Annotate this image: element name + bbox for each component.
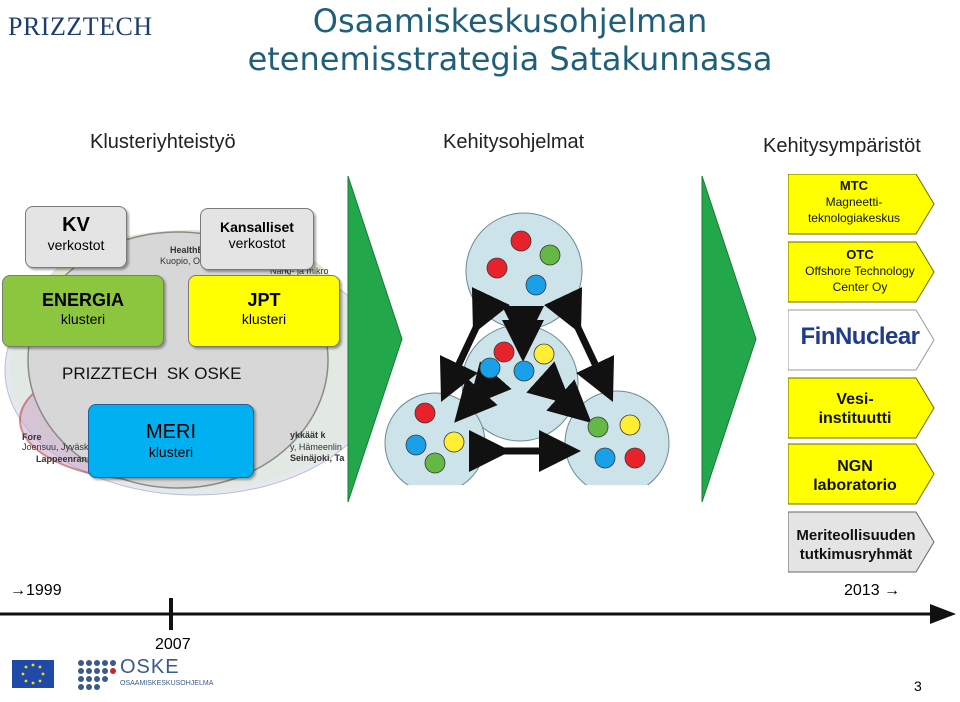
oske-dots-icon [78,660,116,690]
otc-label: OTC Offshore Technology Center Oy [790,247,930,295]
otc-line2: Center Oy [832,280,888,294]
map-text-fore-cities: Joensuu, Jyväsky [22,442,94,452]
map-text-healthbio-cities: Kuopio, Oulu, He [160,256,229,266]
otc-line1: Offshore Technology [805,264,915,278]
kv-sub: verkostot [47,237,105,253]
finnuclear-logo: FinNuclear [800,323,920,350]
arrow-top-right [544,287,615,403]
map-text-nano: Nano- ja mikro [270,266,329,276]
green-arrow-right [701,175,757,503]
header-kehitysymparistot: Kehitysympäristöt [763,135,921,157]
program-circle-top [465,212,583,330]
timeline-2007: 2007 [155,636,191,653]
chevron-finnuclear [788,309,935,371]
arrow-middle-left [454,361,512,423]
header-klusteriyhteistyo: Klusteriyhteistyö [90,131,236,153]
mtc-line1: Magneetti- [825,195,883,209]
timeline-arrow [0,598,956,630]
mtc-label: MTC Magneetti- teknologiakeskus [790,178,918,226]
ngn-label: NGN laboratorio [790,457,920,495]
energia-klusteri-box: ENERGIA klusteri [2,275,164,347]
mtc-title: MTC [839,178,869,193]
map-text-seinajoki: Seinäjoki, Ta [290,453,345,463]
arrow-middle-right [526,361,592,424]
program-circle-right [564,390,670,485]
kansalliset-sub: verkostot [228,235,286,251]
timeline-end: 2013 → [844,582,901,599]
title-line-1: Osaamiskeskusohjelman [312,2,708,40]
map-text-fore: Fore [22,432,42,442]
oske-label: PRIZZTECH SK OSKE [62,364,242,383]
ngn-line1: NGN [837,458,873,475]
timeline-start: →1999 [10,582,62,599]
chevron-vesi [788,377,935,439]
meri-sub: klusteri [148,444,194,460]
meri-klusteri-box: MERI klusteri [88,404,254,478]
jpt-klusteri-box: JPT klusteri [188,275,340,347]
page-number: 3 [914,678,922,694]
map-text-yk-cities: y, Hämeenlin [290,442,342,452]
map-text-yk: ykkäät k [290,430,326,440]
connector-arrows [439,287,615,472]
map-text-healthbio: HealthBio [170,245,213,255]
header-kehitysohjelmat: Kehitysohjelmat [443,131,585,153]
environment-chevrons [788,174,935,573]
green-arrow-left [347,175,403,503]
title-line-2: etenemisstrategia Satakunnassa [247,40,773,78]
program-circles-diagram [384,212,670,485]
eu-flag-icon [12,660,54,688]
energia-title: ENERGIA [41,290,124,310]
chevron-ngn [788,443,935,505]
otc-title: OTC [846,247,874,262]
vesi-label: Vesi- instituutti [790,390,920,428]
map-text-lappeenranta: Lappeenrann [36,454,93,464]
oske-logo-text: OSKE [120,656,180,678]
kv-title: KV [62,214,90,236]
jpt-title: JPT [247,290,281,310]
vesi-line2: instituutti [818,410,892,427]
meri-title: MERI [146,421,196,443]
oske-logo-subtext: OSAAMISKESKUSOHJELMA [120,680,214,687]
chevron-mtc [788,174,935,235]
vesi-line1: Vesi- [836,391,874,408]
meriteollisuus-line1: Meriteollisuuden [796,527,916,544]
prizztech-logo: PRIZZTECH [8,12,153,41]
ngn-line2: laboratorio [813,477,897,494]
chevron-meriteollisuus [788,511,935,573]
kansalliset-title: Kansalliset [220,219,294,235]
jpt-sub: klusteri [241,311,287,327]
energia-sub: klusteri [60,311,106,327]
mtc-line2: teknologiakeskus [807,211,901,225]
kansalliset-verkostot-box: Kansalliset verkostot [200,208,314,270]
meriteollisuus-line2: tutkimusryhmät [799,546,913,563]
kv-verkostot-box: KV verkostot [25,206,127,268]
chevron-otc [788,241,935,303]
dots [405,230,646,474]
page-title: Osaamiskeskusohjelman etenemisstrategia … [230,2,790,78]
meriteollisuus-label: Meriteollisuuden tutkimusryhmät [788,526,924,564]
